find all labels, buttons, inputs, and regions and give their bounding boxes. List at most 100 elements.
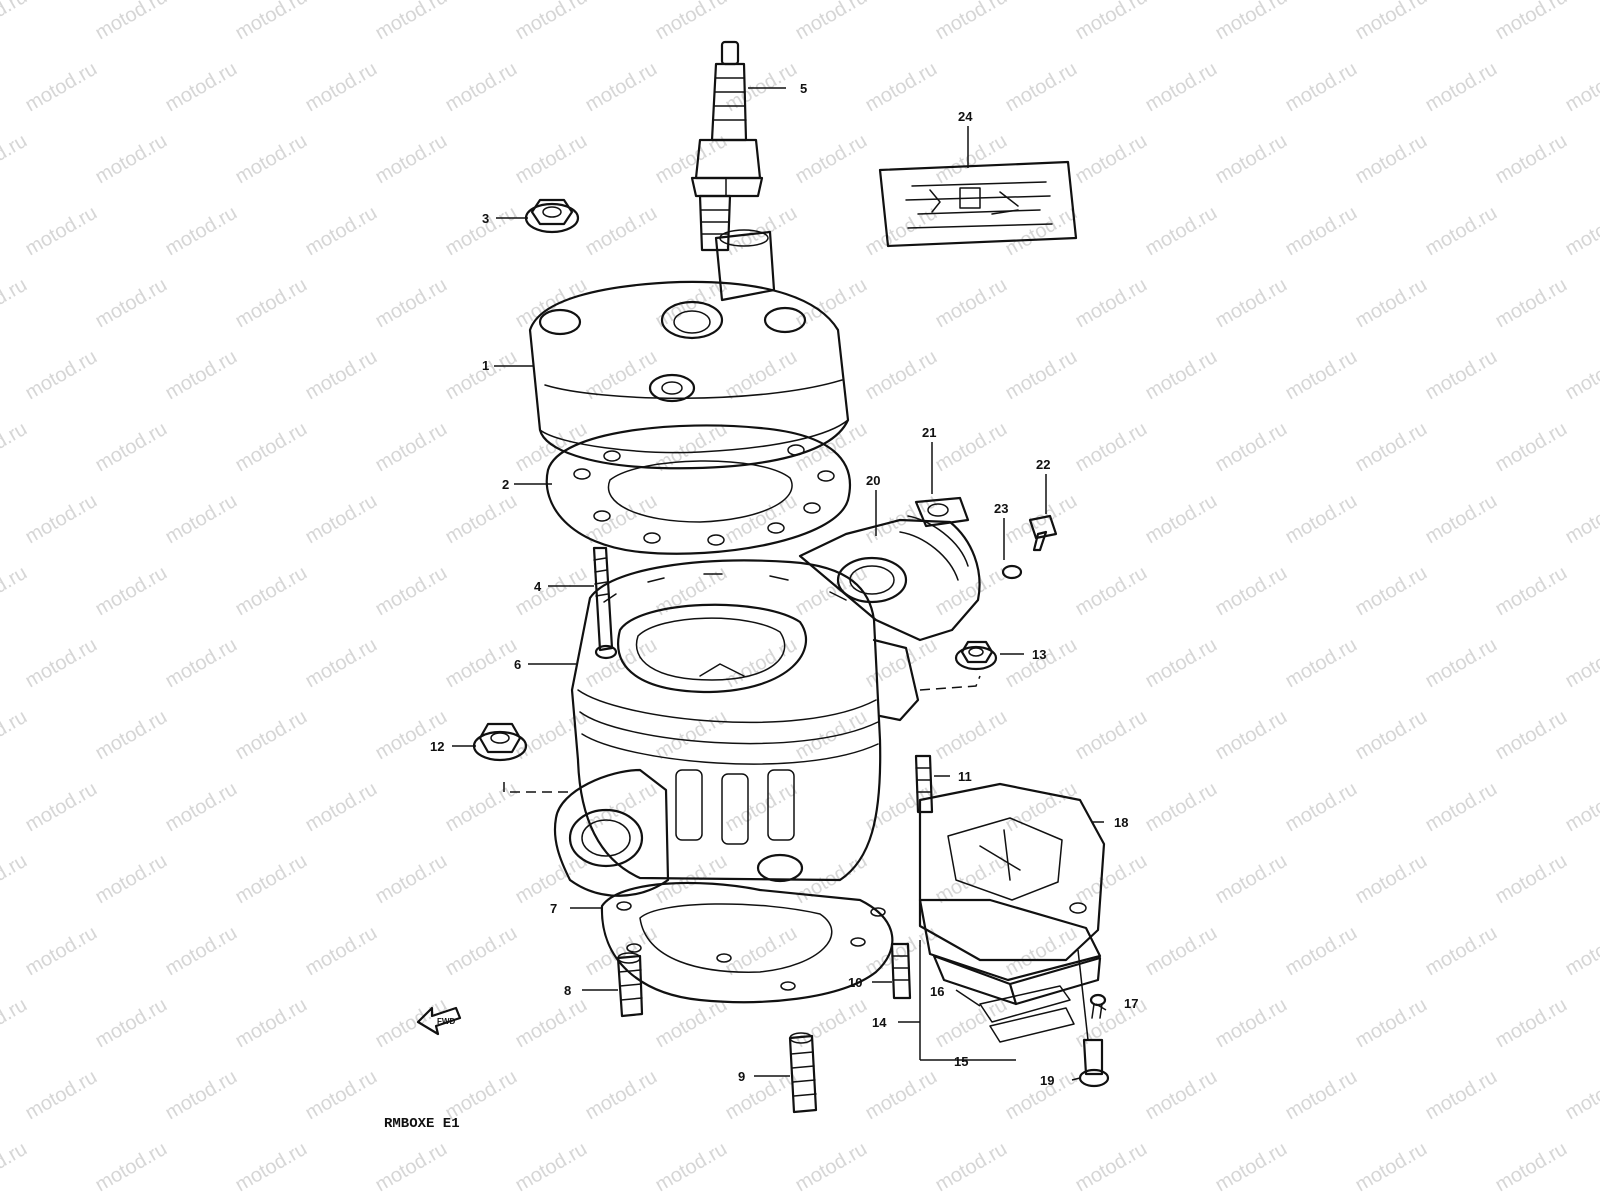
decal-label-24	[878, 160, 1078, 248]
watermark-text: motod.ru	[1352, 418, 1431, 477]
watermark-text: motod.ru	[232, 130, 311, 189]
watermark-text: motod.ru	[302, 346, 381, 405]
stud-bolt-11	[914, 754, 934, 814]
watermark-text: motod.ru	[862, 58, 941, 117]
watermark-text: motod.ru	[1562, 1066, 1600, 1125]
watermark-text: motod.ru	[1422, 1066, 1501, 1125]
watermark-text: motod.ru	[1562, 634, 1600, 693]
watermark-text: motod.ru	[442, 346, 521, 405]
watermark-text: motod.ru	[1562, 490, 1600, 549]
watermark-text: motod.ru	[22, 778, 101, 837]
watermark-text: motod.ru	[232, 562, 311, 621]
watermark-text: motod.ru	[1562, 778, 1600, 837]
callout-10: 10	[848, 975, 862, 990]
watermark-text: motod.ru	[1212, 274, 1291, 333]
stud-bolt-4	[592, 546, 618, 660]
bolt-22	[1028, 514, 1058, 552]
watermark-text: motod.ru	[1212, 850, 1291, 909]
watermark-text: motod.ru	[1422, 778, 1501, 837]
watermark-text: motod.ru	[512, 418, 591, 477]
watermark-text: motod.ru	[652, 706, 731, 765]
watermark-text: motod.ru	[1352, 706, 1431, 765]
watermark-text: motod.ru	[1212, 1138, 1291, 1197]
watermark-text: motod.ru	[1352, 0, 1431, 44]
watermark-text: motod.ru	[22, 922, 101, 981]
watermark-text: motod.ru	[512, 130, 591, 189]
watermark-text: motod.ru	[232, 274, 311, 333]
watermark-text: motod.ru	[1492, 274, 1571, 333]
watermark-text: motod.ru	[1282, 634, 1361, 693]
watermark-text: motod.ru	[1352, 1138, 1431, 1197]
watermark-text: motod.ru	[232, 994, 311, 1053]
watermark-text: motod.ru	[302, 202, 381, 261]
watermark-text: motod.ru	[932, 418, 1011, 477]
reed-valve-gasket	[918, 782, 1106, 962]
callout-15: 15	[954, 1054, 968, 1069]
watermark-text: motod.ru	[1072, 850, 1151, 909]
watermark-text: motod.ru	[1002, 490, 1081, 549]
watermark-text: motod.ru	[1492, 706, 1571, 765]
watermark-text: motod.ru	[512, 706, 591, 765]
watermark-text: motod.ru	[22, 1066, 101, 1125]
cylinder-base-gasket	[600, 881, 894, 1004]
watermark-text: motod.ru	[512, 1138, 591, 1197]
callout-14: 14	[872, 1015, 887, 1030]
watermark-text: motod.ru	[792, 1138, 871, 1197]
watermark-text: motod.ru	[1282, 922, 1361, 981]
watermark-text: motod.ru	[22, 346, 101, 405]
watermark-text: motod.ru	[92, 850, 171, 909]
cylinder-block	[553, 559, 920, 897]
watermark-text: motod.ru	[232, 706, 311, 765]
watermark-text: motod.ru	[1282, 346, 1361, 405]
watermark-text: motod.ru	[1422, 922, 1501, 981]
callout-9: 9	[738, 1069, 745, 1084]
watermark-text: motod.ru	[1422, 634, 1501, 693]
watermark-text: motod.ru	[1352, 130, 1431, 189]
watermark-text: motod.ru	[652, 0, 731, 44]
watermark-text: motod.ru	[232, 1138, 311, 1197]
callout-1: 1	[482, 358, 489, 373]
watermark-text: motod.ru	[1352, 994, 1431, 1053]
watermark-text: motod.ru	[1282, 490, 1361, 549]
watermark-text: motod.ru	[92, 562, 171, 621]
watermark-text: motod.ru	[22, 202, 101, 261]
watermark-text: motod.ru	[1142, 778, 1221, 837]
callout-19: 19	[1040, 1073, 1054, 1088]
watermark-text: motod.ru	[582, 778, 661, 837]
watermark-text: motod.ru	[512, 850, 591, 909]
watermark-text: motod.ru	[932, 994, 1011, 1053]
fwd-label: FWD	[437, 1017, 455, 1026]
watermark-text: motod.ru	[1282, 1066, 1361, 1125]
watermark-text: motod.ru	[862, 202, 941, 261]
washer-23	[1001, 564, 1023, 580]
watermark-text: motod.ru	[442, 778, 521, 837]
watermark-text: motod.ru	[652, 562, 731, 621]
watermark-text: motod.ru	[1072, 1138, 1151, 1197]
watermark-text: motod.ru	[1282, 778, 1361, 837]
watermark-text: motod.ru	[1492, 850, 1571, 909]
watermark-text: motod.ru	[1002, 346, 1081, 405]
watermark-text: motod.ru	[302, 634, 381, 693]
flange-nut-13	[954, 640, 998, 671]
stud-bolt-9	[788, 1032, 818, 1114]
watermark-text: motod.ru	[232, 418, 311, 477]
watermark-text: motod.ru	[372, 418, 451, 477]
callout-6: 6	[514, 657, 521, 672]
watermark-text: motod.ru	[162, 922, 241, 981]
watermark-text: motod.ru	[1072, 418, 1151, 477]
watermark-text: motod.ru	[92, 0, 171, 44]
watermark-text: motod.ru	[652, 1138, 731, 1197]
watermark-text: motod.ru	[1282, 58, 1361, 117]
watermark-text: motod.ru	[1562, 922, 1600, 981]
watermark-text: motod.ru	[372, 850, 451, 909]
watermark-text: motod.ru	[372, 562, 451, 621]
callout-24: 24	[958, 109, 973, 124]
watermark-text: motod.ru	[1422, 346, 1501, 405]
watermark-text: motod.ru	[1002, 58, 1081, 117]
watermark-text: motod.ru	[512, 994, 591, 1053]
watermark-text: motod.ru	[1072, 274, 1151, 333]
watermark-text: motod.ru	[1492, 1138, 1571, 1197]
stud-bolt-10	[890, 942, 912, 1000]
watermark-text: motod.ru	[22, 490, 101, 549]
watermark-text: motod.ru	[932, 274, 1011, 333]
